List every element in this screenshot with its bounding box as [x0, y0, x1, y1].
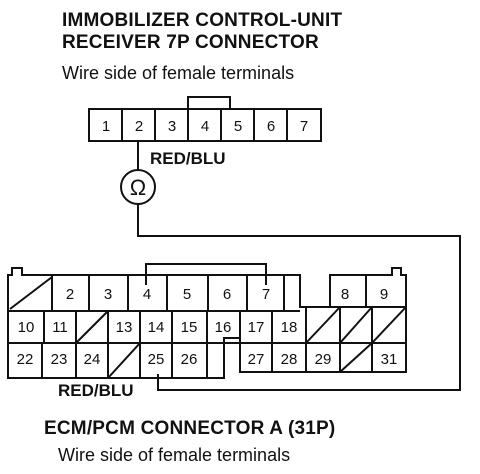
bottom-pin-13: 13 [116, 319, 133, 336]
top-pin-4: 4 [201, 118, 209, 135]
ohm-symbol: Ω [130, 175, 146, 200]
bottom-pin-4: 4 [143, 286, 151, 303]
bottom-pin-26: 26 [181, 351, 198, 368]
top-connector-title-line2: RECEIVER 7P CONNECTOR [62, 32, 319, 53]
bottom-pin-2: 2 [66, 286, 74, 303]
top-pin-7: 7 [300, 118, 308, 135]
bottom-pin-14: 14 [148, 319, 165, 336]
top-connector-title-line1: IMMOBILIZER CONTROL-UNIT [62, 10, 343, 31]
top-pin-5: 5 [234, 118, 242, 135]
bottom-pin-23: 23 [51, 351, 68, 368]
bottom-pin-6: 6 [223, 286, 231, 303]
top-connector-lock-tab [187, 96, 231, 109]
bottom-connector-lock-tab [145, 263, 267, 285]
top-pin-6: 6 [267, 118, 275, 135]
bottom-pin-17: 17 [248, 319, 265, 336]
bottom-pin-7: 7 [262, 286, 270, 303]
meter-return-lead [137, 204, 461, 391]
bottom-pin-25: 25 [148, 351, 165, 368]
top-wire-label: RED/BLU [150, 149, 226, 168]
top-pin-2: 2 [135, 118, 143, 135]
bottom-pin-9: 9 [380, 286, 388, 303]
bottom-pin-22: 22 [17, 351, 34, 368]
bottom-pin-28: 28 [281, 351, 298, 368]
bottom-connector-subtitle: Wire side of female terminals [58, 445, 291, 465]
bottom-pin-24: 24 [84, 351, 101, 368]
top-pin-3: 3 [168, 118, 176, 135]
bottom-pin-5: 5 [183, 286, 191, 303]
bottom-connector-title: ECM/PCM CONNECTOR A (31P) [44, 418, 336, 439]
bottom-wire-label: RED/BLU [58, 381, 134, 400]
bottom-pin-27: 27 [248, 351, 265, 368]
bottom-pin-10: 10 [18, 319, 35, 336]
top-connector-subtitle: Wire side of female terminals [62, 63, 295, 83]
bottom-pin-8: 8 [341, 286, 349, 303]
bottom-pin-16: 16 [215, 319, 232, 336]
top-pin-1: 1 [102, 118, 110, 135]
bottom-pin-3: 3 [104, 286, 112, 303]
bottom-connector-body [7, 267, 407, 379]
bottom-pin-18: 18 [281, 319, 298, 336]
bottom-pin-31: 31 [381, 351, 398, 368]
bottom-pin-29: 29 [315, 351, 332, 368]
top-connector-body [88, 108, 322, 142]
bottom-pin-15: 15 [181, 319, 198, 336]
bottom-pin-11: 11 [52, 319, 68, 336]
